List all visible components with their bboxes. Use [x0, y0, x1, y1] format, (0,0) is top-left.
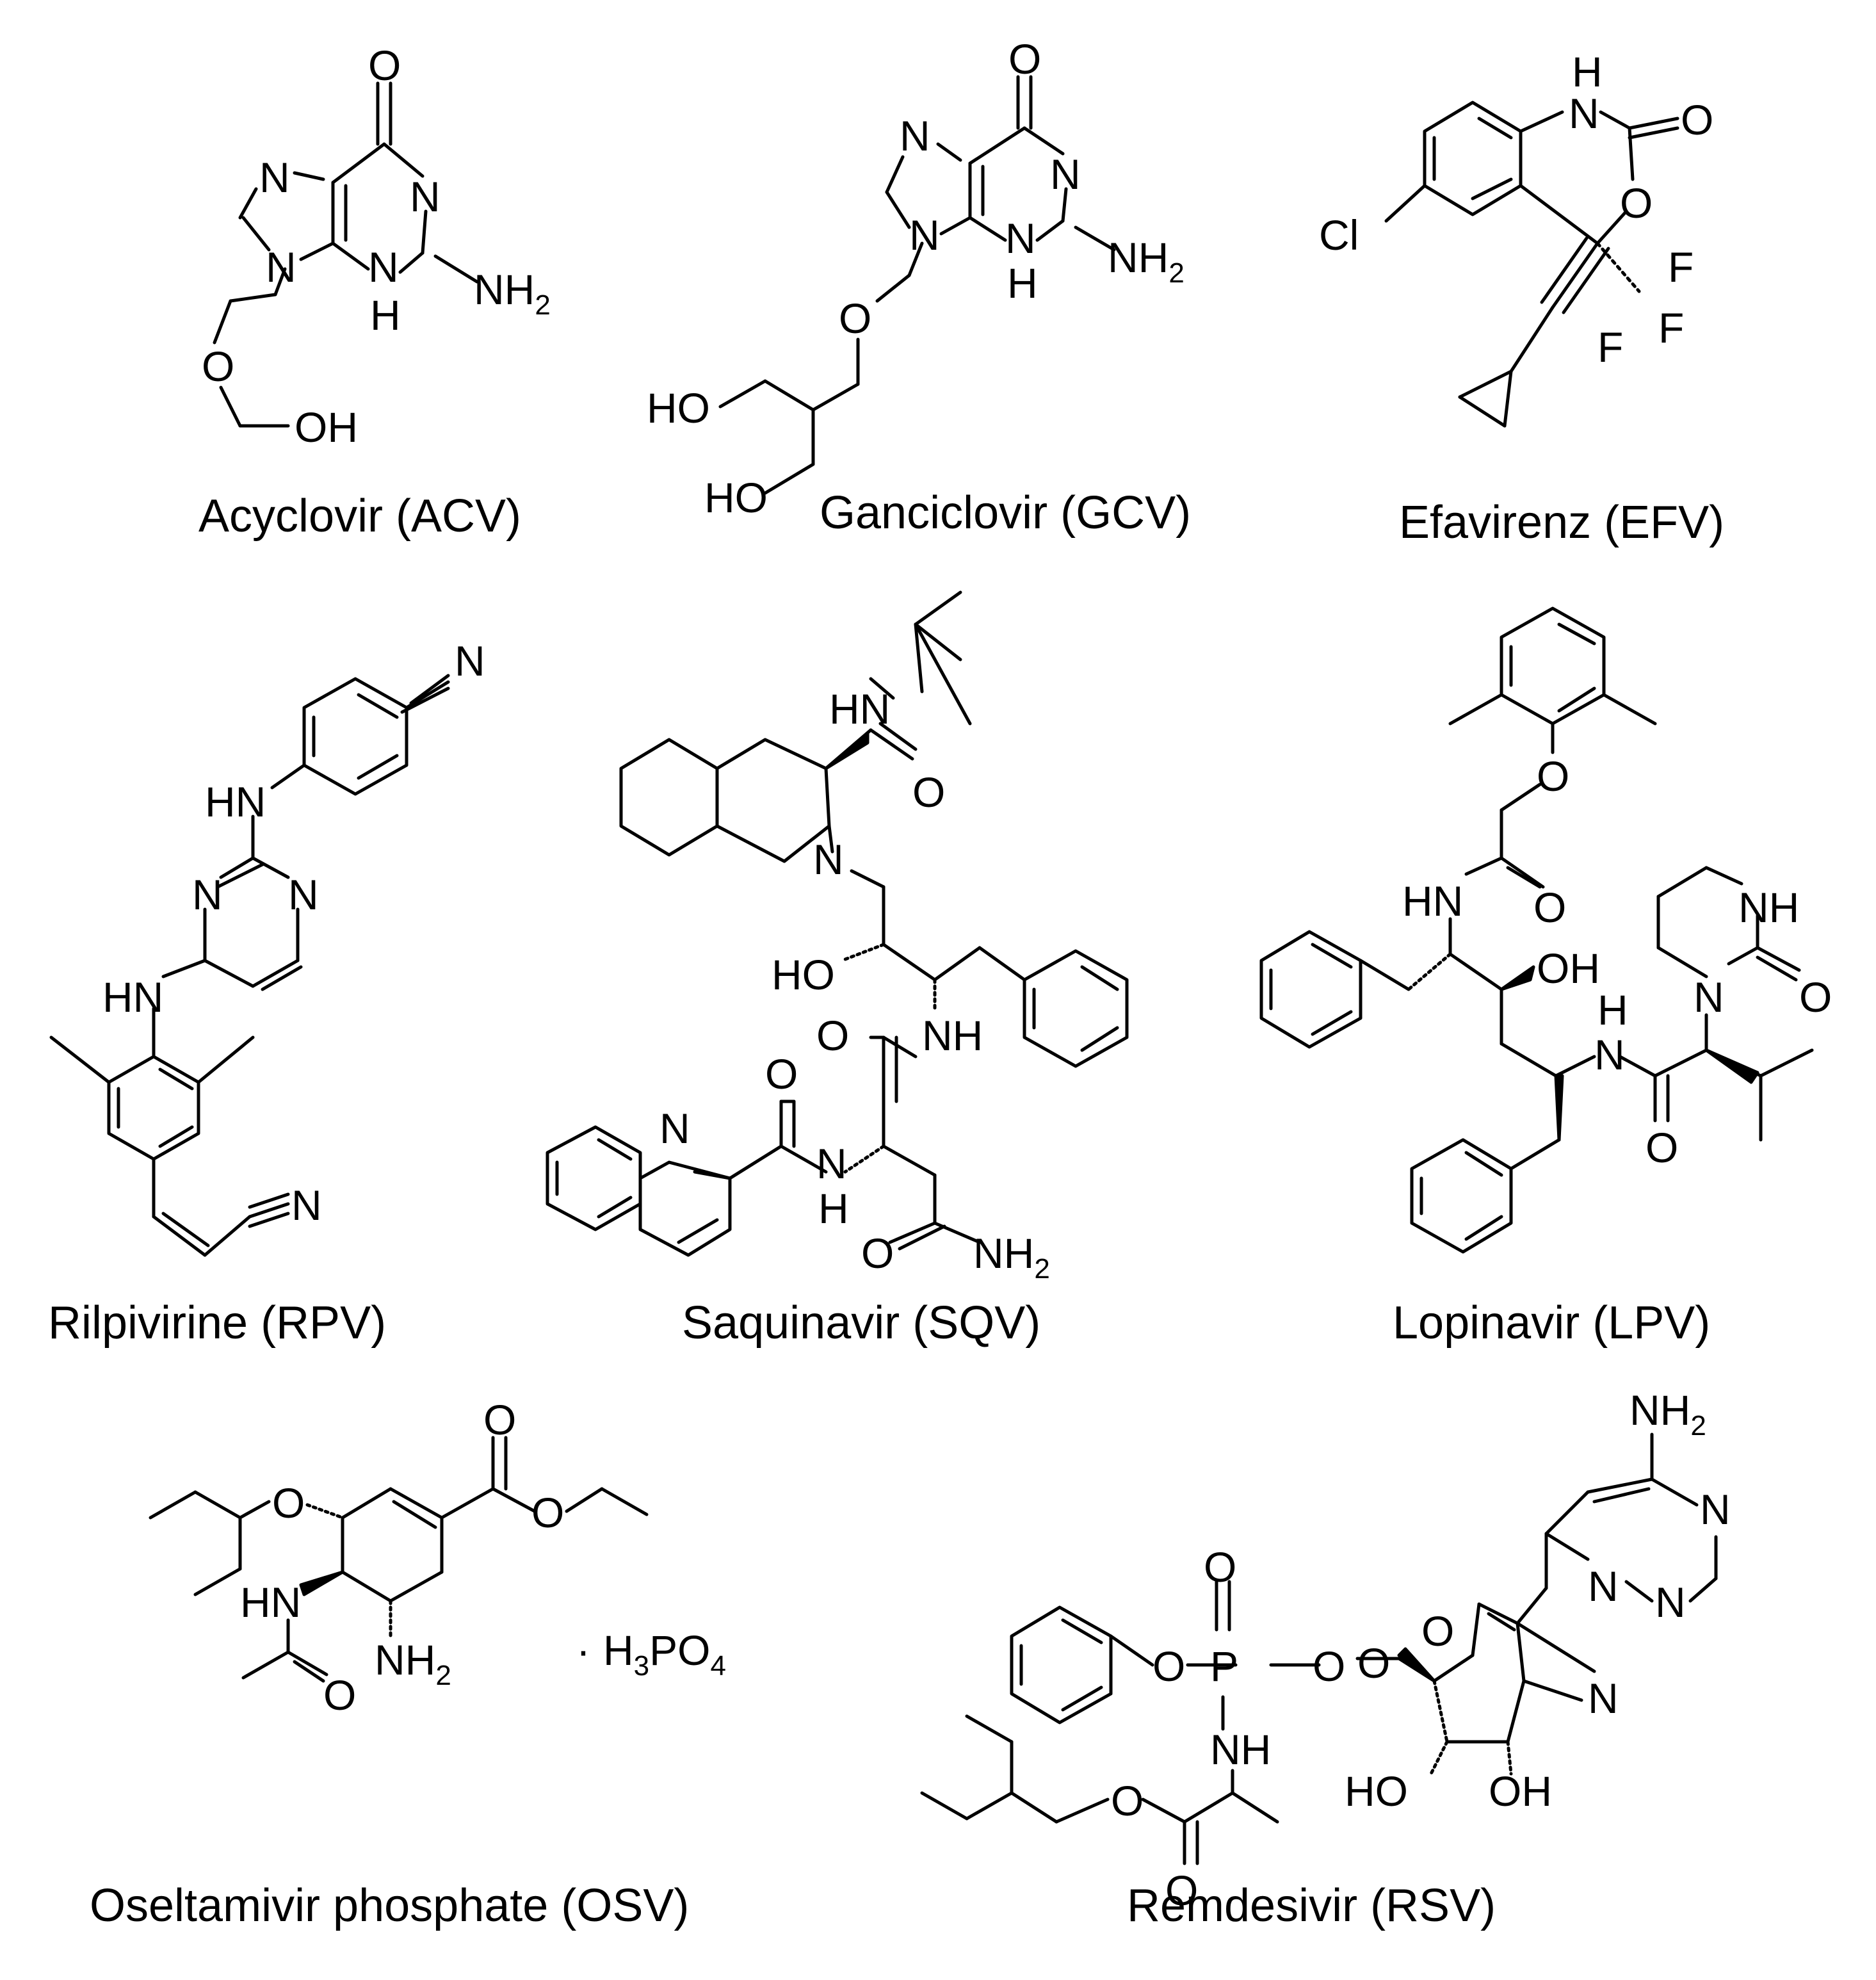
atom-label: HN	[102, 973, 163, 1021]
atom-label: N	[1700, 1486, 1731, 1533]
atom-label: O	[483, 1396, 516, 1443]
caption-lopinavir: Lopinavir (LPV)	[1393, 1297, 1710, 1349]
atom-label: N	[1569, 90, 1599, 137]
atom-label: N	[1050, 150, 1081, 198]
atom-label: F	[1658, 304, 1684, 352]
atom-label: HO	[704, 474, 768, 521]
atom-label: H	[818, 1185, 849, 1232]
atom-label: O	[839, 295, 871, 342]
atom-label: O	[1313, 1643, 1345, 1690]
atom-label: O	[1620, 179, 1653, 227]
atom-label: N	[1005, 215, 1036, 262]
atom-label: NH2	[375, 1636, 451, 1691]
atom-label: O	[1533, 884, 1566, 931]
atom-label: HN	[205, 778, 266, 825]
atom-label: N	[259, 154, 290, 201]
atom-label: N	[288, 871, 319, 918]
atom-label: O	[912, 768, 945, 816]
structure-efavirenz: H N O O Cl F F F Efavirenz (EFV)	[1319, 48, 1724, 548]
atom-label: O	[1646, 1124, 1678, 1171]
structure-saquinavir: HN O N HO O NH O N N H O NH2 Saquinavir …	[546, 590, 1129, 1349]
structure-lopinavir: O HN O NH OH N O H N O Lopinavir (LPV)	[1259, 606, 1832, 1349]
atom-label: F	[1668, 243, 1694, 291]
atom-label: N	[291, 1181, 322, 1229]
atom-label: HN	[829, 685, 890, 733]
atom-label: NH	[922, 1012, 983, 1059]
structure-rilpivirine: N HN N N HN N Rilpivirine (RPV)	[48, 637, 485, 1349]
atom-label: NH	[1210, 1726, 1271, 1773]
atom-label: N	[1588, 1675, 1619, 1722]
atom-label: N	[909, 211, 940, 259]
atom-label: OH	[1537, 945, 1600, 992]
atom-label: O	[1204, 1543, 1236, 1591]
atom-label: H	[1007, 259, 1038, 307]
atom-label: O	[1421, 1607, 1454, 1655]
atom-label: F	[1597, 323, 1623, 371]
atom-label: N	[266, 243, 296, 291]
atom-label: O	[202, 343, 234, 390]
atom-label: N	[1655, 1578, 1686, 1626]
atom-label: O	[1537, 752, 1569, 800]
atom-label: Cl	[1319, 211, 1359, 259]
atom-label: N	[410, 173, 441, 220]
caption-remdesivir: Remdesivir (RSV)	[1127, 1880, 1496, 1931]
atom-label: NH2	[973, 1229, 1050, 1285]
atom-label: OH	[295, 403, 358, 451]
salt-label: ·H3PO4	[576, 1627, 726, 1682]
caption-saquinavir: Saquinavir (SQV)	[682, 1297, 1040, 1349]
atom-label: N	[192, 871, 223, 918]
atom-label: HO	[647, 384, 710, 432]
caption-efavirenz: Efavirenz (EFV)	[1399, 497, 1724, 548]
atom-label: H	[370, 291, 401, 339]
atom-label: O	[531, 1489, 564, 1536]
atom-label: HN	[1402, 877, 1463, 925]
caption-oseltamivir: Oseltamivir phosphate (OSV)	[90, 1880, 689, 1931]
atom-label: O	[1152, 1643, 1185, 1690]
atom-label: O	[1357, 1639, 1390, 1687]
atom-label: O	[816, 1012, 849, 1059]
atom-label: O	[323, 1671, 356, 1719]
structure-remdesivir: NH2 N N N O O P O O NH O N HO OH O O Rem…	[920, 1386, 1731, 1931]
atom-label: HN	[240, 1578, 301, 1626]
caption-ganciclovir: Ganciclovir (GCV)	[820, 487, 1191, 539]
atom-label: HO	[1345, 1767, 1408, 1815]
structure-acyclovir: O N N N N H NH2 O OH Acyclovir (ACV)	[198, 42, 551, 542]
atom-label: N	[659, 1105, 690, 1152]
atom-label: N	[368, 243, 399, 291]
atom-label: NH	[1738, 884, 1799, 931]
structure-ganciclovir: O N N N N H NH2 O HO HO Ganciclovir (GCV…	[647, 35, 1191, 539]
atom-label: NH2	[1629, 1386, 1706, 1441]
atom-label: N	[1594, 1031, 1625, 1078]
atom-label: O	[368, 42, 401, 89]
atom-label: O	[1681, 96, 1713, 143]
atom-label: N	[1588, 1562, 1619, 1610]
atom-label: N	[900, 112, 930, 159]
atom-label: O	[861, 1229, 894, 1277]
structure-oseltamivir: O O O HN O NH2 ·H3PO4 Oseltamivir phosph…	[90, 1396, 726, 1931]
atom-label: HO	[772, 951, 835, 998]
atom-label: O	[1008, 35, 1041, 83]
atom-label: O	[272, 1479, 305, 1527]
atom-label: O	[1799, 973, 1832, 1021]
caption-rilpivirine: Rilpivirine (RPV)	[48, 1297, 386, 1349]
caption-acyclovir: Acyclovir (ACV)	[198, 491, 521, 542]
atom-label: O	[1111, 1777, 1144, 1824]
atom-label: N	[813, 836, 844, 883]
atom-label: O	[765, 1050, 798, 1098]
atom-label: NH2	[474, 266, 551, 321]
atom-label: H	[1572, 48, 1603, 95]
atom-label: NH2	[1108, 234, 1185, 289]
atom-label: P	[1210, 1643, 1238, 1690]
atom-label: N	[455, 637, 485, 685]
atom-label: H	[1597, 986, 1628, 1034]
atom-label: N	[816, 1140, 847, 1187]
atom-label: OH	[1489, 1767, 1552, 1815]
atom-label: N	[1694, 973, 1724, 1021]
atom-label: O	[1165, 1867, 1198, 1914]
